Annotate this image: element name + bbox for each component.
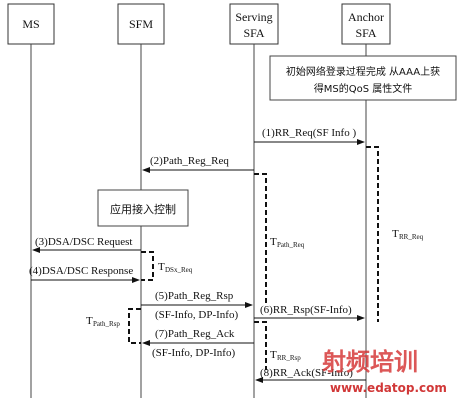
timer-path-rsp-line — [128, 308, 141, 344]
entity-anchor-label-2: SFA — [355, 26, 376, 40]
watermark: 射频培训 www.edatop.com — [321, 348, 447, 395]
msg-5-label: (5)Path_Reg_Rsp — [155, 290, 234, 302]
entity-ms-label: MS — [22, 17, 39, 31]
msg-3-label: (3)DSA/DSC Request — [35, 236, 132, 248]
timer-path-req-sub: Path_Req — [277, 241, 305, 249]
timer-rr-rsp-main: T — [270, 349, 277, 361]
entity-sfm: SFM — [117, 3, 165, 45]
timer-path-req-main: T — [270, 236, 277, 248]
timer-rr-rsp-sub: RR_Rsp — [277, 354, 301, 362]
timer-dsx-req-line — [141, 251, 154, 281]
watermark-title: 射频培训 — [321, 348, 418, 376]
entity-serving-sfa: Serving SFA — [229, 3, 279, 45]
timer-path-rsp-sub: Path_Rsp — [93, 320, 120, 328]
note-initial-entry: 初始网络登录过程完成 从AAA上获 得MS的QoS 属性文件 — [269, 55, 457, 101]
entity-sfm-label: SFM — [129, 17, 153, 31]
timer-path-req-line — [254, 173, 267, 304]
watermark-url: www.edatop.com — [330, 381, 447, 395]
timer-path-rsp-main: T — [86, 315, 93, 327]
entity-serving-label-1: Serving — [235, 10, 272, 24]
timer-rr-rsp-line — [254, 321, 267, 370]
entity-serving-label-2: SFA — [243, 26, 264, 40]
msg-4-label: (4)DSA/DSC Response — [29, 265, 133, 277]
msg-2-label: (2)Path_Reg_Req — [150, 155, 229, 167]
entity-anchor-sfa: Anchor SFA — [341, 3, 391, 45]
timer-dsx-req-sub: DSx_Req — [165, 266, 193, 274]
timer-dsx-req-main: T — [158, 261, 165, 273]
msg-6-label: (6)RR_Rsp(SF-Info) — [260, 304, 352, 316]
msg-5-params: (SF-Info, DP-Info) — [155, 309, 238, 321]
entity-anchor-label-1: Anchor — [348, 10, 384, 24]
timer-rr-req-sub: RR_Req — [399, 233, 424, 241]
msg-1-label: (1)RR_Req(SF Info ) — [262, 127, 356, 139]
msg-7-label: (7)Path_Reg_Ack — [155, 328, 235, 340]
msg-7-params: (SF-Info, DP-Info) — [152, 347, 235, 359]
note-admission-label: 应用接入控制 — [110, 202, 176, 216]
note-admission-control: 应用接入控制 — [97, 189, 189, 227]
timer-rr-req-line — [366, 146, 379, 322]
timer-rr-req-main: T — [392, 228, 399, 240]
note-initial-line-2: 得MS的QoS 属性文件 — [314, 82, 413, 95]
msg-8-label: (8)RR_Ack(SF-Info) — [260, 367, 353, 379]
note-initial-line-1: 初始网络登录过程完成 从AAA上获 — [286, 65, 440, 78]
entity-ms: MS — [7, 3, 55, 45]
